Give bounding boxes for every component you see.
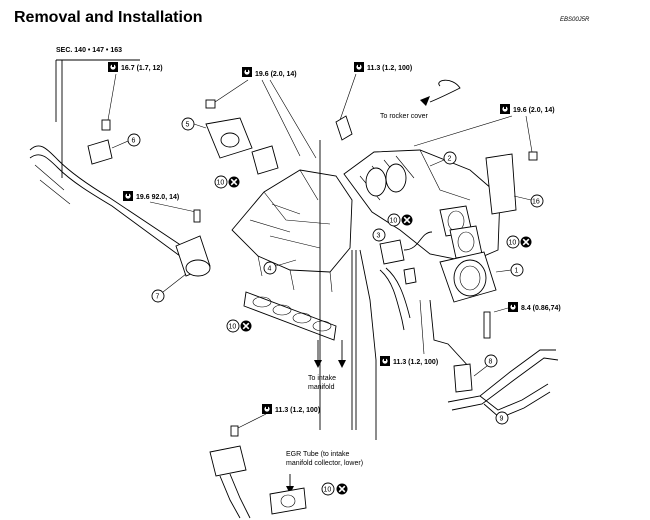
torque-spec-5: 19.6 92.0, 14) [136,194,179,201]
callout-2: 2 [448,156,452,163]
note-egr-tube-line-1: EGR Tube (to intake [286,451,350,458]
callout-8: 8 [489,359,493,366]
torque-wrench-icon [354,62,364,72]
note-to-rocker-cover: To rocker cover [380,113,429,120]
callout-16-circle [530,194,544,208]
bolt-part [101,119,111,131]
callout-5: 5 [186,122,190,129]
torque-wrench-icon [123,191,133,201]
torque-spec-1: 16.7 (1.7, 12) [121,65,163,72]
torque-spec-7: 11.3 (1.2, 100) [393,359,438,366]
callout-2-circle [443,151,457,165]
manifold-gasket [243,291,337,341]
callout-7-circle [151,289,165,303]
section-reference: SEC. 140 • 147 • 163 [56,47,122,54]
callout-10-circle-c [506,235,520,249]
sensor-part-6 [87,139,113,165]
do-not-reuse-icon [519,235,533,249]
note-to-intake-line-2: manifold [308,384,335,391]
callout-10-d: 10 [390,218,398,225]
callout-9: 9 [500,416,504,423]
callout-6-circle [127,133,141,147]
callout-10-a: 10 [217,180,225,187]
callout-10-e: 10 [324,487,332,494]
do-not-reuse-icon [400,213,414,227]
torque-wrench-icon [242,67,252,77]
page-title: Removal and Installation [14,9,203,26]
torque-wrench-icon [380,356,390,366]
note-egr-tube-line-2: manifold collector, lower) [286,460,363,467]
torque-wrench-icon [262,404,272,414]
valve-part-3 [379,239,405,265]
sensor-part-8 [453,363,473,393]
hose-line [29,145,186,249]
callout-16: 16 [532,199,540,206]
callout-10-b: 10 [229,324,237,331]
callout-10-circle-e [321,482,335,496]
callout-3-circle [372,228,386,242]
torque-spec-4: 19.6 (2.0, 14) [513,107,555,114]
callout-4-circle [263,261,277,275]
torque-spec-2: 19.6 (2.0, 14) [255,71,297,78]
callout-4: 4 [268,266,272,273]
callout-9-circle [495,411,509,425]
torque-spec-3: 11.3 (1.2, 100) [367,65,412,72]
do-not-reuse-icon [227,175,241,189]
bracket-part-16 [485,153,517,215]
callout-6: 6 [132,138,136,145]
reference-code: EBS00J5R [560,17,590,23]
callout-10-circle-a [214,175,228,189]
intake-manifold-part-4 [231,169,353,273]
torque-spec-8: 11.3 (1.2, 100) [275,407,320,414]
callout-1: 1 [515,268,519,275]
egr-bracket [209,445,247,477]
section-bracket [55,59,140,178]
do-not-reuse-icon [239,319,253,333]
callout-10-circle-d [387,213,401,227]
torque-wrench-icon [108,62,118,72]
torque-wrench-icon [500,104,510,114]
note-to-intake-line-1: To intake [308,375,336,382]
callout-8-circle [484,354,498,368]
callout-10-circle-b [226,319,240,333]
torque-wrench-icon [508,302,518,312]
do-not-reuse-icon [335,482,349,496]
callout-3: 3 [377,233,381,240]
torque-spec-6: 8.4 (0.86,74) [521,305,561,312]
callout-7: 7 [156,294,160,301]
callout-10-c: 10 [509,240,517,247]
